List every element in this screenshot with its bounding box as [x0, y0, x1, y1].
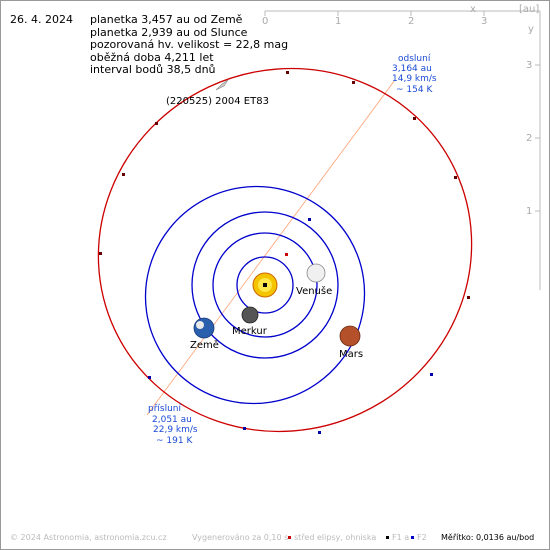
y-axis-label: y [528, 24, 534, 35]
y-tick-2: 2 [526, 133, 532, 144]
earth-disk [193, 317, 215, 339]
earth-orbit [191, 211, 339, 359]
venus-orbit [212, 232, 318, 338]
info-line-4: oběžná doba 4,211 let [90, 51, 214, 64]
sun-focus-marker [263, 283, 267, 287]
earth-label: Země [190, 339, 219, 351]
perihelion-line-4: ~ 191 K [156, 436, 193, 446]
orbit-point [148, 376, 151, 379]
mercury-label: Merkur [232, 326, 268, 337]
orbit-point [308, 218, 311, 221]
orbit-point [454, 176, 457, 179]
venus-disk [306, 263, 326, 283]
apsis-line [146, 79, 396, 416]
axis-unit: [au] [519, 4, 539, 15]
mars-label: Mars [339, 349, 363, 360]
orbit-point [99, 252, 102, 255]
legend-center-swatch [288, 536, 291, 539]
info-line-1: planetka 3,457 au od Země [90, 13, 243, 26]
perihelion-line-3: 22,9 km/s [153, 425, 198, 435]
aphelion-line-4: ~ 154 K [396, 85, 433, 95]
footer-copyright: © 2024 Astronomia, astronomia.zcu.cz [10, 533, 167, 542]
aphelion-line-2: 3,164 au [392, 64, 432, 74]
x-tick-3: 3 [481, 16, 487, 27]
x-axis-label: x [470, 4, 476, 15]
venus-label: Venuše [296, 285, 332, 297]
legend-f1-swatch [386, 536, 389, 539]
date-label: 26. 4. 2024 [10, 13, 73, 26]
x-tick-1: 1 [335, 16, 341, 27]
orbit-point [318, 431, 321, 434]
mars-disk [339, 325, 361, 347]
orbit-point [467, 296, 470, 299]
mercury-orbit [236, 256, 294, 314]
planet-orbits [144, 185, 366, 405]
asteroid-label: (220525) 2004 ET83 [166, 96, 269, 107]
legend-f2-swatch [411, 536, 414, 539]
earth-clouds [196, 321, 204, 329]
orbit-point [413, 117, 416, 120]
perihelion-line-1: přísluní [148, 404, 182, 414]
asteroid-orbit [97, 67, 473, 433]
orbit-point [155, 122, 158, 125]
orbit-point-markers [99, 71, 470, 434]
aphelion-line-3: 14,9 km/s [392, 74, 437, 84]
orbit-point [285, 253, 288, 256]
footer-legend-center: střed elipsy, ohniska [294, 533, 377, 542]
orbit-point [122, 173, 125, 176]
mercury-disk [241, 306, 259, 324]
x-tick-2: 2 [408, 16, 414, 27]
info-line-3: pozorovaná hv. velikost = 22,8 mag [90, 38, 289, 51]
footer-generated: Vygenerováno za 0,10 s [192, 533, 289, 542]
orbit-point [352, 81, 355, 84]
orbit-point [430, 373, 433, 376]
orbit-point [286, 71, 289, 74]
footer-legend-f1: F1 a [392, 533, 410, 542]
mars-orbit [144, 185, 366, 405]
aphelion-line-1: odsluní [398, 54, 431, 64]
sun [252, 272, 278, 298]
perihelion-line-2: 2,051 au [152, 415, 192, 425]
x-tick-0: 0 [262, 16, 268, 27]
aphelion-label: odsluní 3,164 au 14,9 km/s ~ 154 K [392, 54, 437, 95]
info-line-2: planetka 2,939 au od Slunce [90, 26, 248, 39]
y-tick-1: 1 [526, 206, 532, 217]
footer-legend-f2: F2 [417, 533, 427, 542]
y-tick-3: 3 [526, 60, 532, 71]
perihelion-label: přísluní 2,051 au 22,9 km/s ~ 191 K [148, 404, 198, 446]
asteroid-marker [215, 79, 229, 91]
footer-scale: Měřítko: 0,0136 au/bod [441, 533, 535, 542]
orbit-point [243, 427, 246, 430]
info-line-5: interval bodů 38,5 dnů [90, 63, 216, 76]
axes: 0 1 2 3 x 3 2 1 y [au] [262, 4, 541, 290]
